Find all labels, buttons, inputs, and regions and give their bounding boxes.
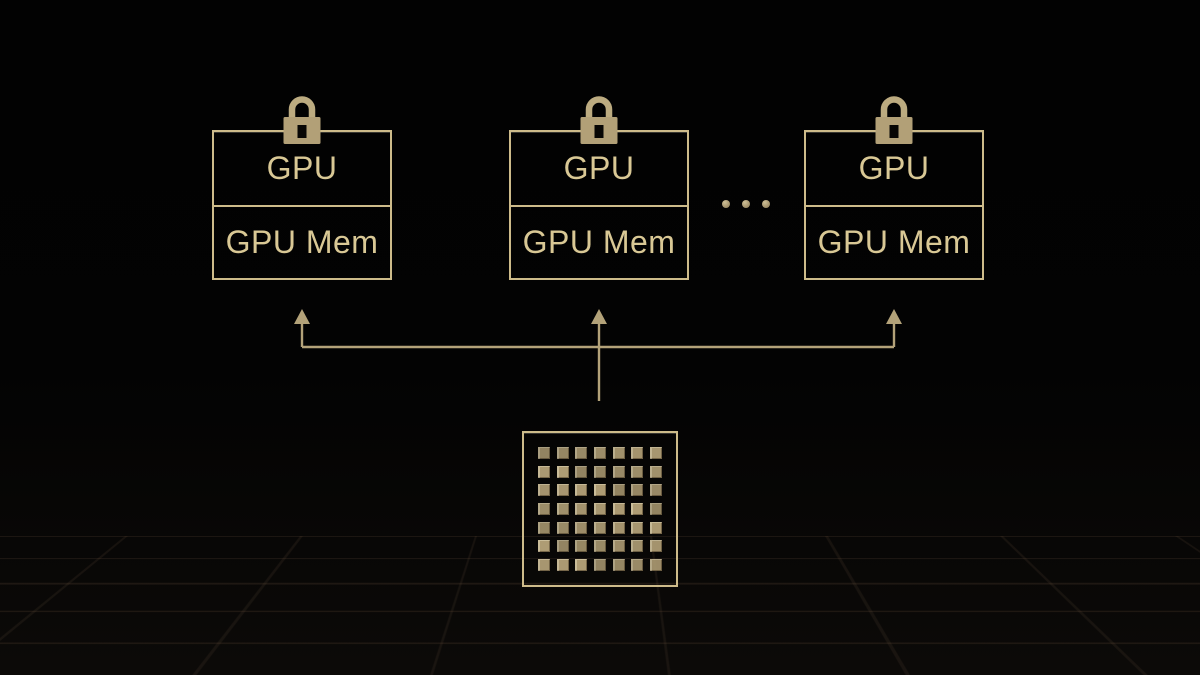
chip-cell [612,521,625,534]
lock-icon [875,96,913,144]
gpu-node-1: GPU GPU Mem [212,96,392,280]
chip-cell [612,465,625,478]
chip-cell [593,465,606,478]
chip-cell [649,540,662,553]
chip-cell [631,558,644,571]
chip-cell [575,465,588,478]
chip-cell [538,540,550,553]
chip-cell [575,540,588,553]
arrowhead-right [886,309,902,324]
chip-cell [556,558,569,571]
chip-cell [649,447,662,459]
gpu-node-3: GPU GPU Mem [804,96,984,280]
chip-cell [556,447,569,459]
chip-cell [612,558,625,571]
chip-cell [649,484,662,497]
chip-cell [538,502,550,515]
chip-cell [612,502,625,515]
chip-cell [556,465,569,478]
chip-cell [612,447,625,459]
chip-cell [538,558,550,571]
chip-cell [631,540,644,553]
gpu-label: GPU [511,132,687,207]
chip-cell [593,521,606,534]
chip-cell [593,447,606,459]
arrowhead-left [294,309,310,324]
processor-chip [522,431,678,587]
chip-cell [538,447,550,459]
chip-cell [593,540,606,553]
chip-cell [575,558,588,571]
arrowhead-middle [591,309,607,324]
gpu-mem-label: GPU Mem [817,224,971,260]
chip-cell [649,558,662,571]
chip-cell [631,502,644,515]
chip-cell [631,465,644,478]
chip-die-grid [538,447,662,571]
gpu-mem-label: GPU Mem [522,224,676,260]
chip-cell [556,540,569,553]
chip-cell [538,484,550,497]
gpu-label: GPU [214,132,390,207]
ellipsis [722,200,770,208]
lock-icon [580,96,618,144]
chip-cell [538,521,550,534]
chip-cell [575,502,588,515]
chip-cell [593,558,606,571]
chip-cell [538,465,550,478]
chip-cell [612,484,625,497]
ellipsis-dot [762,200,770,208]
chip-cell [631,447,644,459]
chip-cell [631,484,644,497]
lock-icon [283,96,321,144]
chip-cell [593,502,606,515]
chip-cell [649,502,662,515]
chip-cell [593,484,606,497]
chip-cell [649,521,662,534]
chip-cell [612,540,625,553]
ellipsis-dot [742,200,750,208]
chip-cell [556,502,569,515]
chip-cell [631,521,644,534]
chip-cell [649,465,662,478]
chip-cell [556,484,569,497]
ellipsis-dot [722,200,730,208]
chip-cell [575,484,588,497]
chip-cell [575,521,588,534]
chip-cell [556,521,569,534]
chip-cell [575,447,588,459]
gpu-label: GPU [806,132,982,207]
gpu-node-2: GPU GPU Mem [509,96,689,280]
gpu-mem-label: GPU Mem [225,224,379,260]
